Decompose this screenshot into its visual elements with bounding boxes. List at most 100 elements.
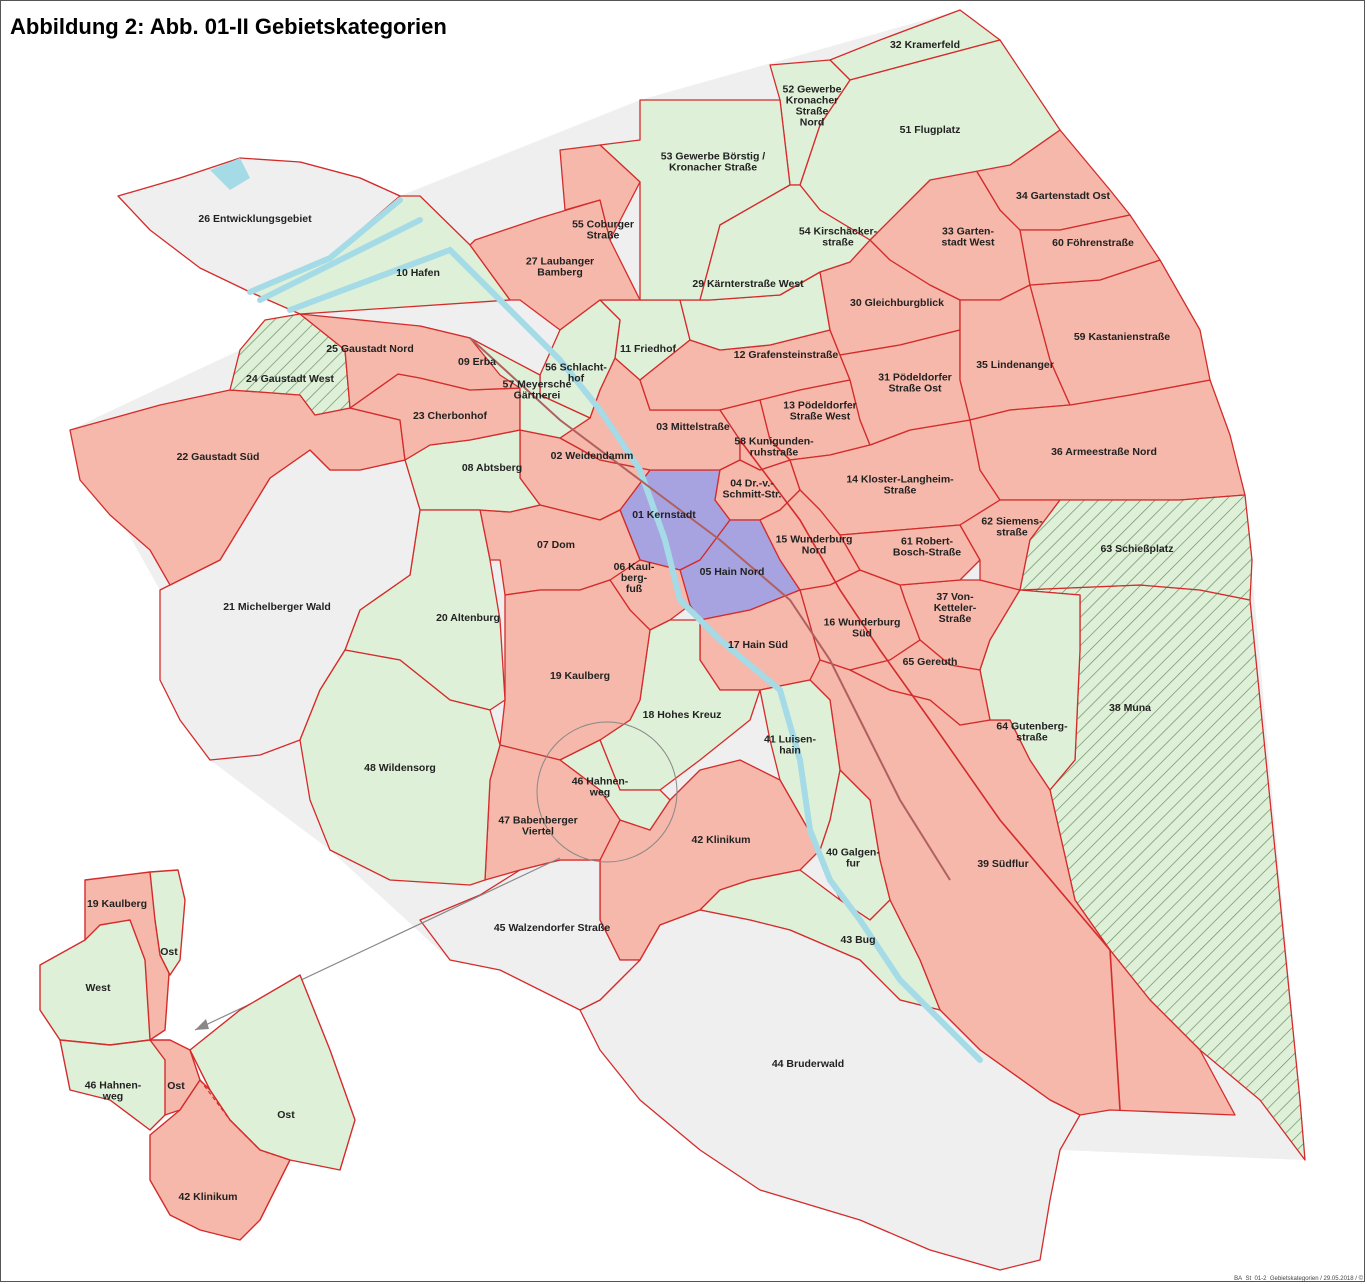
district-label-24: 24 Gaustadt West [246,373,334,385]
district-label-37: 37 Von-Ketteler-Straße [934,591,977,625]
district-label-43: 43 Bug [840,934,875,946]
zoom-circle [536,721,678,863]
district-label-01: 01 Kernstadt [632,509,696,521]
district-label-12: 12 Grafensteinstraße [734,349,839,361]
district-label-08: 08 Abtsberg [462,462,522,474]
inset-kaulberg-ost [149,869,186,976]
district-label-14: 14 Kloster-Langheim-Straße [846,474,954,497]
district-58 [719,399,791,471]
district-label-59: 59 Kastanienstraße [1074,331,1170,343]
district-label-44: 44 Bruderwald [772,1058,844,1070]
district-label-35: 35 Lindenanger [976,359,1054,371]
district-label-36: 36 Armeestraße Nord [1051,446,1157,458]
district-label-23: 23 Cherbonhof [413,410,488,422]
district-label-06: 06 Kaul-berg-fuß [614,561,655,595]
district-label-19: 19 Kaulberg [550,670,610,682]
district-36 [969,379,1246,501]
district-26 [117,157,401,293]
district-63 [1019,494,1253,601]
labels-layer: 01 Kernstadt 02 Weidendamm 03 Mittelstraße… [177,39,1174,1070]
district-label-48: 48 Wildensorg [364,762,436,774]
district-label-61: 61 Robert-Bosch-Straße [893,536,961,559]
district-label-62: 62 Siemens-straße [981,516,1043,539]
district-54 [699,184,871,301]
district-label-38: 38 Muna [1109,702,1151,714]
district-55 [559,144,641,241]
district-label-03: 03 Mittelstraße [656,421,730,433]
footer-credit: BA_St_01-2_Gebietskategorien / 29.05.201… [1234,1276,1363,1282]
inset-label-iost1: Ost [160,946,178,958]
district-label-20: 20 Altenburg [436,612,500,624]
river-line [247,197,983,1063]
district-label-56: 56 Schlacht-hof [545,362,607,385]
district-label-65: 65 Gereuth [903,656,958,668]
district-61 [839,524,981,586]
figure-title: Abbildung 2: Abb. 01-II Gebietskategorie… [10,14,447,39]
district-25 [299,313,521,409]
inset-label-iost3: Ost [277,1109,295,1121]
district-label-17: 17 Hain Süd [728,639,788,651]
inset-kaulberg-west [39,919,151,1046]
district-label-04: 04 Dr.-v.-Schmitt-Str. [723,478,782,501]
district-label-41: 41 Luisen-hain [764,734,816,757]
district-label-40: 40 Galgen-fur [826,847,880,870]
district-label-26: 26 Entwicklungsgebiet [198,213,312,225]
district-label-46: 46 Hahnen-weg [572,776,629,799]
water-layer [210,158,983,1063]
district-label-32: 32 Kramerfeld [890,39,960,51]
district-65 [849,639,991,726]
district-label-11: 11 Friedhof [620,343,677,355]
arrow-head [195,1019,209,1030]
district-label-07: 07 Dom [537,539,575,551]
district-label-29: 29 Kärnterstraße West [692,278,804,290]
lake-shape [210,158,250,190]
district-label-58: 58 Kunigunden-ruhstraße [734,436,814,459]
road-line [739,439,1121,1111]
district-label-42: 42 Klinikum [692,834,751,846]
district-24 [229,313,351,416]
district-label-22: 22 Gaustadt Süd [177,451,260,463]
district-label-05: 05 Hain Nord [700,566,765,578]
inset-label-i19: 19 Kaulberg [87,898,147,910]
district-60 [1019,214,1161,286]
district-label-02: 02 Weidendamm [551,450,634,462]
railway-line [469,337,951,881]
regions-layer [69,9,1306,1271]
district-label-34: 34 Gartenstadt Ost [1016,190,1110,202]
district-label-09: 09 Erba [458,356,496,368]
district-label-45: 45 Walzendorfer Straße [494,922,610,934]
district-label-60: 60 Föhrenstraße [1052,237,1134,249]
district-label-21: 21 Michelberger Wald [223,601,331,613]
inset-dashed-divider [154,919,291,1161]
inset-map [39,869,356,1241]
district-label-63: 63 Schießplatz [1101,543,1174,555]
district-57 [469,337,591,439]
district-label-10: 10 Hafen [396,267,440,279]
district-53 [599,99,791,301]
district-label-18: 18 Hohes Kreuz [643,709,722,721]
inset-label-i42: 42 Klinikum [179,1191,238,1203]
district-label-30: 30 Gleichburgblick [850,297,944,309]
inset-label-iost2: Ost [167,1080,185,1092]
district-label-51: 51 Flugplatz [900,124,961,136]
district-label-39: 39 Südflur [977,858,1028,870]
district-label-54: 54 Kirschäcker-straße [799,226,878,249]
district-31 [839,329,971,446]
district-44 [579,909,1081,1271]
district-48 [299,649,501,886]
district-label-33: 33 Garten-stadt West [942,226,995,249]
inset-label-iwest: West [86,982,111,994]
district-label-53: 53 Gewerbe Börstig /Kronacher Straße [661,151,766,174]
